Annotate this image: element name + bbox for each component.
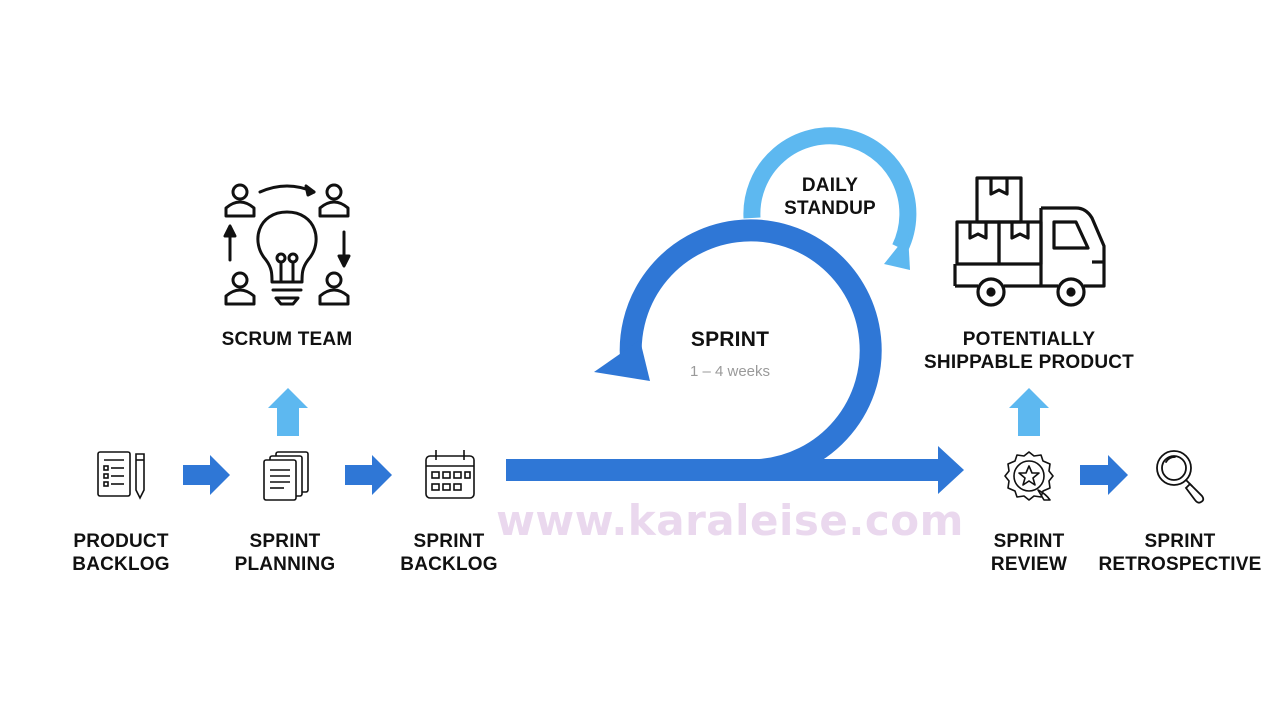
shippable-line-1: POTENTIALLY	[962, 329, 1096, 350]
sprint-title: SPRINT	[691, 328, 769, 351]
shippable-line-2: SHIPPABLE PRODUCT	[924, 352, 1134, 373]
sprint-retrospective-line-2: RETROSPECTIVE	[1098, 554, 1262, 575]
daily-standup-line-1: DAILY	[801, 175, 859, 196]
product-backlog-line-1: PRODUCT	[73, 531, 169, 552]
scrum-team-text: SCRUM TEAM	[221, 329, 353, 350]
arrow-planning-to-sprint-backlog	[345, 455, 392, 495]
daily-standup-loop-arrow	[743, 127, 917, 270]
arrow-review-to-retrospective	[1080, 455, 1128, 495]
product-backlog-line-2: BACKLOG	[72, 554, 170, 575]
daily-standup-label: DAILY STANDUP	[784, 174, 876, 220]
sprint-retrospective-line-1: SPRINT	[1144, 531, 1216, 552]
scrum-team-label: SCRUM TEAM	[222, 328, 353, 351]
sprint-planning-line-1: SPRINT	[249, 531, 321, 552]
shippable-product-label: POTENTIALLY SHIPPABLE PRODUCT	[924, 328, 1134, 374]
arrow-planning-up-to-team	[268, 388, 308, 436]
arrow-review-up-to-product	[1009, 388, 1049, 436]
watermark-text: www.karaleise.com	[496, 496, 964, 545]
sprint-planning-line-2: PLANNING	[234, 554, 336, 575]
sprint-retrospective-label: SPRINT RETROSPECTIVE	[1098, 530, 1261, 576]
sprint-backlog-label: SPRINT BACKLOG	[400, 530, 497, 576]
delivery-truck-icon	[953, 176, 1106, 307]
sprint-title-text: SPRINT	[690, 328, 770, 351]
sprint-duration: 1 – 4 weeks	[689, 363, 771, 380]
star-badge-icon	[1004, 451, 1054, 501]
document-list-icon	[97, 451, 145, 500]
sprint-backlog-line-1: SPRINT	[413, 531, 485, 552]
magnifier-icon	[1156, 450, 1205, 504]
sprint-planning-label: SPRINT PLANNING	[235, 530, 336, 576]
sprint-review-line-2: REVIEW	[990, 554, 1068, 575]
stacked-documents-icon	[263, 451, 309, 501]
team-lightbulb-icon	[223, 183, 351, 306]
sprint-review-line-1: SPRINT	[993, 531, 1065, 552]
sprint-backlog-line-2: BACKLOG	[400, 554, 498, 575]
daily-standup-line-2: STANDUP	[784, 198, 876, 219]
sprint-review-label: SPRINT REVIEW	[991, 530, 1067, 576]
sprint-loop-arrow	[506, 219, 964, 494]
product-backlog-label: PRODUCT BACKLOG	[72, 530, 169, 576]
calendar-icon	[425, 450, 475, 499]
arrow-backlog-to-planning	[183, 455, 230, 495]
